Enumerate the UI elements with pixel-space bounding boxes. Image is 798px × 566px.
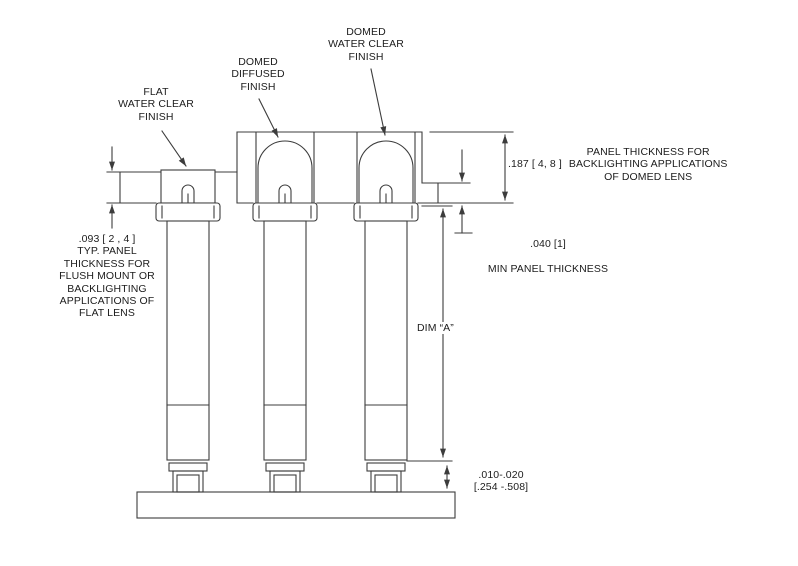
- body-tube: [166, 220, 210, 461]
- dim-040-value: .040 [1]: [530, 238, 566, 251]
- led-chip: [379, 184, 393, 204]
- dim-187-description: PANEL THICKNESS FOR BACKLIGHTING APPLICA…: [568, 146, 728, 183]
- flat-lens-leader-arrow: [161, 130, 187, 167]
- callout-domed-clear-label: DOMED WATER CLEAR FINISH: [328, 26, 404, 63]
- domed-lens: [358, 140, 414, 204]
- led-domed-clear-indicator: [353, 140, 419, 493]
- dim-040-label: .040 [1] MIN PANEL THICKNESS: [483, 226, 613, 288]
- led-chip: [181, 184, 195, 204]
- domed-diffused-leader-arrow: [258, 98, 279, 138]
- dim-standoff-label: .010-.020 [.254 -.508]: [473, 469, 529, 494]
- flange-chamfers: [258, 205, 312, 219]
- callout-domed-diffused-label: DOMED DIFFUSED FINISH: [231, 56, 285, 93]
- flange: [353, 202, 419, 222]
- flange: [252, 202, 318, 222]
- callout-leader-arrows: [161, 68, 387, 167]
- dim-187-label: .187 [ 4, 8 ] PANEL THICKNESS FOR BACKLI…: [508, 146, 756, 183]
- base-plate: [136, 491, 456, 519]
- thin-panel-section: [106, 171, 238, 204]
- dim-040-description: MIN PANEL THICKNESS: [487, 263, 609, 276]
- clip-bar: [366, 462, 406, 472]
- body-tube: [263, 220, 307, 461]
- led-chip: [278, 184, 292, 204]
- clip-inner: [273, 474, 297, 493]
- panel-cross-section: [106, 131, 439, 204]
- callout-flat-lens-label: FLAT WATER CLEAR FINISH: [118, 86, 194, 123]
- dim-a-label: DIM “A”: [414, 322, 457, 335]
- clip-inner: [176, 474, 200, 493]
- domed-lens: [257, 140, 313, 204]
- clip-bar: [265, 462, 305, 472]
- dim-187-value: .187 [ 4, 8 ]: [508, 158, 562, 171]
- led-flat-lens-indicator: [155, 169, 221, 493]
- flange-chamfers: [359, 205, 413, 219]
- clip-inner: [374, 474, 398, 493]
- body-tube: [364, 220, 408, 461]
- flange-chamfers: [161, 205, 215, 219]
- dim-093-label: .093 [ 2 , 4 ] TYP. PANEL THICKNESS FOR …: [59, 233, 155, 320]
- domed-clear-leader-arrow: [370, 68, 387, 136]
- clip-bar: [168, 462, 208, 472]
- flange: [155, 202, 221, 222]
- led-domed-diffused-indicator: [252, 140, 318, 493]
